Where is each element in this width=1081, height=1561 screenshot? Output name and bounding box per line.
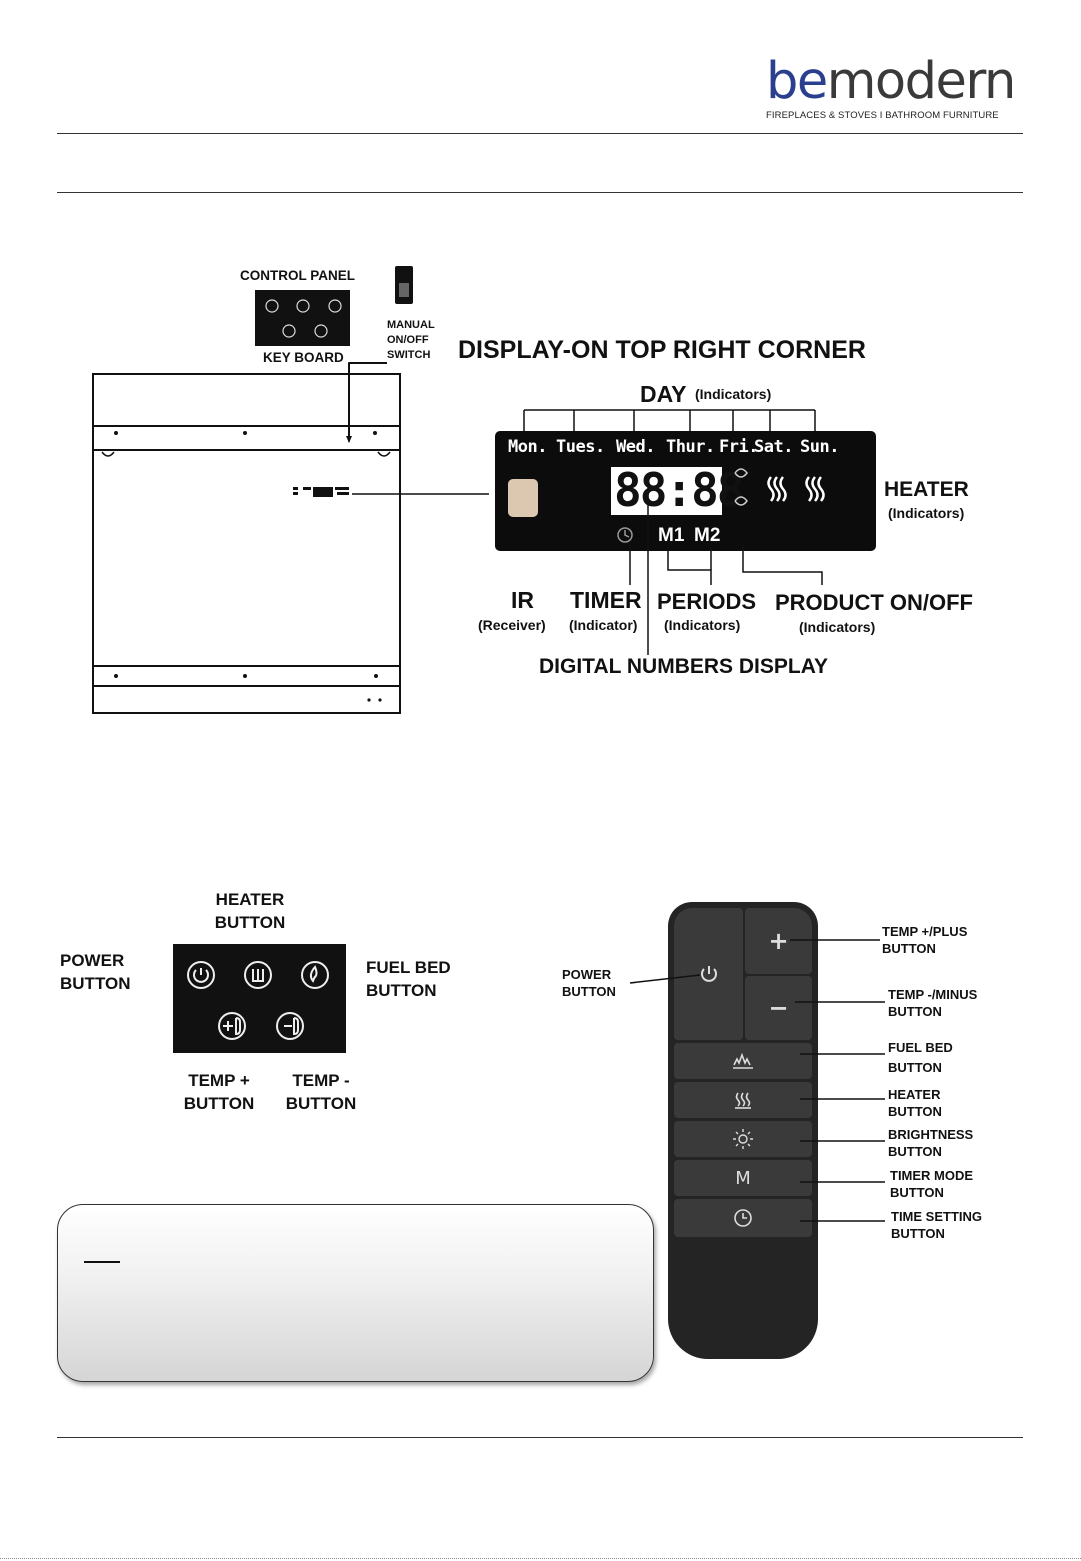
clock-digits: 88:88 xyxy=(614,463,744,517)
product-on-off-icon xyxy=(734,468,748,506)
note-box xyxy=(57,1204,654,1382)
kb-heater-icon xyxy=(244,961,272,989)
keyboard-buttons xyxy=(187,961,329,1040)
day-fri: Fri. xyxy=(719,437,758,457)
day-sat: Sat. xyxy=(754,437,793,457)
remote-temp-plus-button[interactable]: + xyxy=(745,908,812,974)
clock-display: 88:88 xyxy=(611,463,744,517)
kb-temp-minus-icon xyxy=(276,1012,304,1040)
logo-tagline: FIREPLACES & STOVES I BATHROOM FURNITURE xyxy=(766,110,999,121)
day-mon: Mon. xyxy=(508,437,547,457)
heater-indicator-label: HEATER xyxy=(884,478,969,501)
product-on-off-label: PRODUCT ON/OFF xyxy=(775,590,973,615)
brand-logo: bemodern FIREPLACES & STOVES I BATHROOM … xyxy=(766,56,1016,122)
kb-power-icon xyxy=(187,961,215,989)
header-divider-top xyxy=(57,133,1023,134)
logo-be: be xyxy=(766,52,828,111)
remote-brightness-button[interactable] xyxy=(674,1121,812,1157)
key-board-label: KEY BOARD xyxy=(263,350,344,365)
keyboard-panel xyxy=(173,944,346,1053)
day-sun: Sun. xyxy=(800,437,839,457)
clock-icon xyxy=(734,1209,752,1227)
manual-switch-icon xyxy=(395,266,413,304)
remote-timer-mode-button[interactable]: M xyxy=(674,1160,812,1196)
power-icon xyxy=(700,966,717,982)
remote-fuel-bed-button[interactable] xyxy=(674,1043,812,1079)
day-wed: Wed. xyxy=(616,437,655,457)
fireplace-diagram xyxy=(92,362,489,714)
day-thu: Thur. xyxy=(666,437,715,457)
periods-sub: (Indicators) xyxy=(664,617,741,633)
periods-label: PERIODS xyxy=(657,589,757,614)
manual-switch-label: MANUAL ON/OFF SWITCH xyxy=(387,319,435,361)
remote-power-button[interactable] xyxy=(674,908,743,1040)
kb-temp-minus-label: TEMP -BUTTON xyxy=(285,1071,357,1113)
remote-callout-lines xyxy=(629,939,885,1222)
flame-icon xyxy=(733,1052,753,1069)
remote-time-setting-button[interactable] xyxy=(674,1199,812,1237)
day-bracket-lines xyxy=(523,409,816,432)
heater-indicator-icon xyxy=(767,476,825,502)
footer-divider xyxy=(57,1437,1023,1438)
timer-label: TIMER xyxy=(570,587,642,613)
timer-sub: (Indicator) xyxy=(569,617,638,633)
display-callout-lines xyxy=(629,540,823,655)
ir-receiver xyxy=(508,479,538,517)
ir-sub: (Receiver) xyxy=(478,617,546,633)
remote-heater-button[interactable] xyxy=(674,1082,812,1118)
day-label: DAY xyxy=(640,381,687,407)
logo-modern: modern xyxy=(826,52,1017,111)
day-tue: Tues. xyxy=(556,437,605,457)
header-divider-bottom xyxy=(57,192,1023,193)
heater-indicator-sub: (Indicators) xyxy=(888,505,965,521)
digital-display-label: DIGITAL NUMBERS DISPLAY xyxy=(539,655,828,678)
product-on-off-sub: (Indicators) xyxy=(799,619,876,635)
control-panel-buttons-icon xyxy=(265,299,342,338)
display-panel: 88:88 xyxy=(495,431,876,551)
page-edge xyxy=(0,1558,1081,1560)
remote-temp-minus-button[interactable]: − xyxy=(745,976,812,1040)
kb-temp-plus-icon xyxy=(218,1012,246,1040)
day-sub-label: (Indicators) xyxy=(695,386,772,402)
ir-label: IR xyxy=(511,587,534,613)
control-panel-thumbnail xyxy=(255,290,350,346)
control-panel-label: CONTROL PANEL xyxy=(240,268,356,283)
period-m2: M2 xyxy=(694,525,721,546)
period-m1: M1 xyxy=(658,525,685,546)
digital-pointer-line xyxy=(647,478,649,545)
kb-fuel-bed-icon xyxy=(301,961,329,989)
heater-icon xyxy=(735,1092,751,1109)
kb-temp-plus-label: TEMP +BUTTON xyxy=(183,1071,255,1113)
brightness-icon xyxy=(733,1129,753,1149)
timer-indicator-icon xyxy=(617,527,633,543)
display-title: DISPLAY-ON TOP RIGHT CORNER xyxy=(458,336,866,364)
note-title xyxy=(84,1245,120,1263)
